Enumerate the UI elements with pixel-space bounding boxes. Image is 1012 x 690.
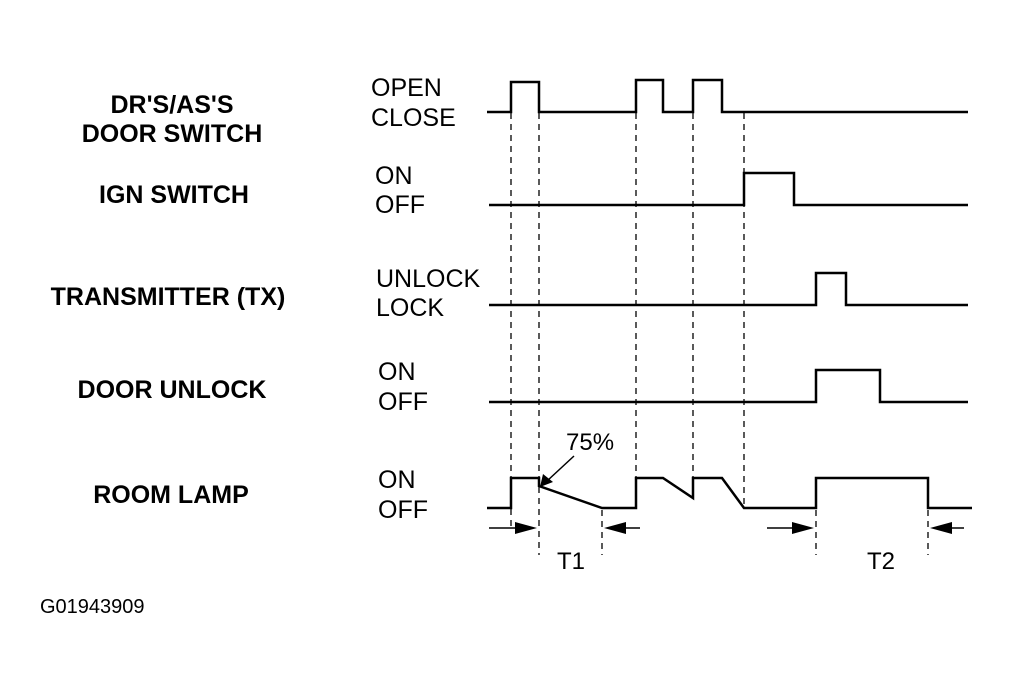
waveform-room-lamp — [487, 476, 972, 510]
waveform-door-unlock — [489, 368, 968, 404]
arrow-left-icon — [604, 522, 626, 534]
signal-name-transmitter: TRANSMITTER (TX) — [51, 283, 286, 311]
state-high-door-switch: OPEN — [371, 74, 442, 102]
arrow-right-icon — [515, 522, 537, 534]
signal-name-door-unlock: DOOR UNLOCK — [78, 376, 267, 404]
signal-name-door-switch-line2: DOOR SWITCH — [82, 120, 263, 148]
annotation-75-percent: 75% — [566, 429, 614, 456]
state-high-room-lamp: ON — [378, 466, 416, 494]
annotation-pointer — [546, 455, 575, 482]
signal-name-door-switch-line1: DR'S/AS'S — [110, 91, 233, 119]
waveform-door-switch — [487, 78, 968, 114]
state-low-room-lamp: OFF — [378, 496, 428, 524]
waveform-ign-switch — [489, 171, 968, 207]
state-low-door-unlock: OFF — [378, 388, 428, 416]
state-high-transmitter: UNLOCK — [376, 265, 481, 293]
figure-id: G01943909 — [40, 596, 145, 618]
state-low-ign-switch: OFF — [375, 191, 425, 219]
arrow-head-icon — [540, 474, 553, 487]
label-t1: T1 — [557, 548, 585, 575]
state-high-ign-switch: ON — [375, 162, 413, 190]
arrow-left-icon — [930, 522, 952, 534]
label-t2: T2 — [867, 548, 895, 575]
state-low-transmitter: LOCK — [376, 294, 444, 322]
state-high-door-unlock: ON — [378, 358, 416, 386]
signal-name-room-lamp: ROOM LAMP — [93, 481, 249, 509]
state-low-door-switch: CLOSE — [371, 104, 456, 132]
arrow-right-icon — [792, 522, 814, 534]
waveform-transmitter — [489, 271, 968, 307]
signal-name-ign-switch: IGN SWITCH — [99, 181, 249, 209]
